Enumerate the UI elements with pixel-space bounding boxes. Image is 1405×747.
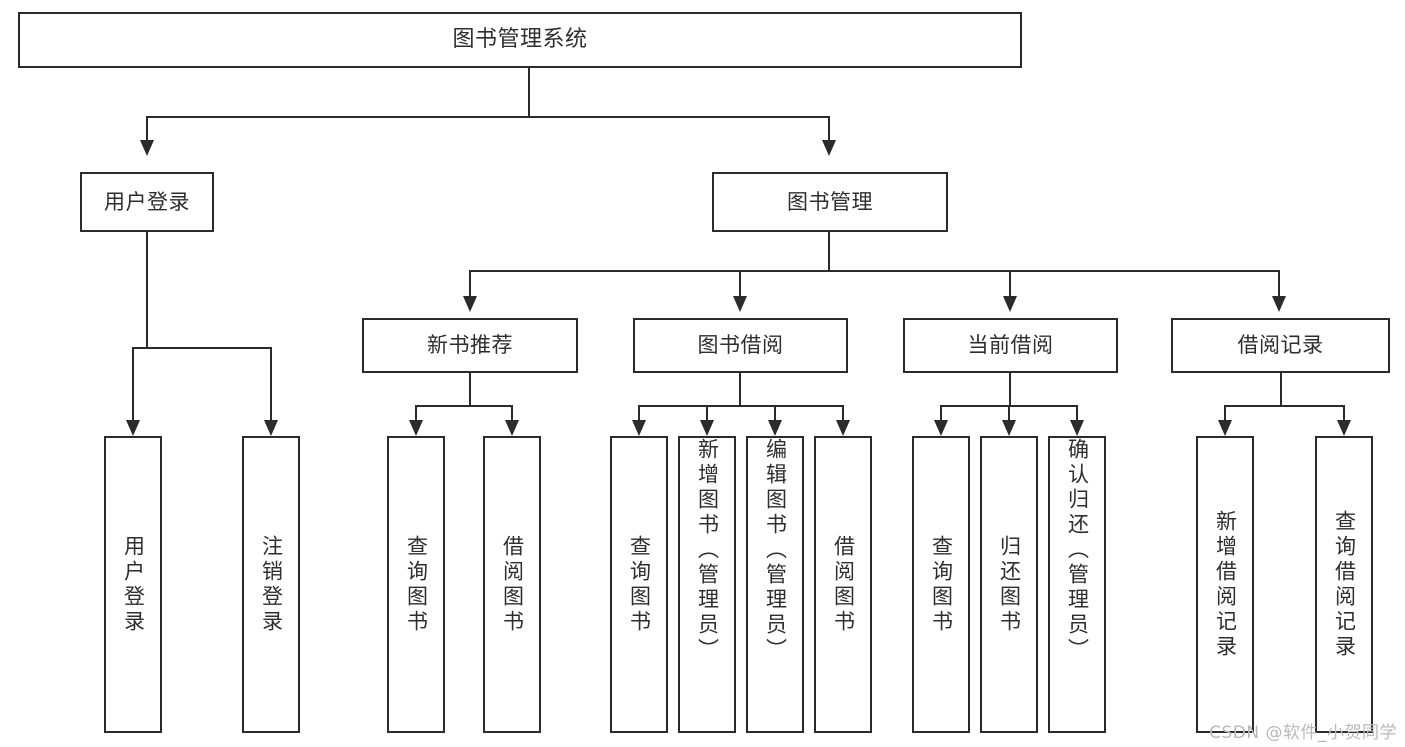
connector-book-borrow-drop-2 bbox=[706, 405, 708, 422]
connector-user-login-stem bbox=[146, 232, 148, 347]
connector-book-borrow-drop-3 bbox=[774, 405, 776, 422]
node-borrow-record[interactable]: 借阅记录 bbox=[1171, 318, 1390, 373]
connector-book-manage-stem bbox=[828, 232, 830, 270]
connector-borrow-record-drop-1 bbox=[1224, 405, 1226, 422]
leaf-query-borrow-record[interactable]: 查询借阅记录 bbox=[1315, 436, 1373, 733]
connector-current-borrow-drop-1 bbox=[940, 405, 942, 422]
connector-book-manage-bus bbox=[469, 270, 1278, 272]
arrowhead-leaf-query-record bbox=[1337, 420, 1351, 436]
connector-to-borrow-record bbox=[1278, 270, 1280, 298]
connector-new-book-rec-stem bbox=[469, 373, 471, 405]
leaf-borrow-book-1[interactable]: 借阅图书 bbox=[483, 436, 541, 733]
node-label: 编辑图书（管理员） bbox=[763, 438, 788, 663]
connector-new-book-rec-drop-1 bbox=[415, 405, 417, 422]
node-label: 查询图书 bbox=[929, 534, 954, 635]
arrowhead-leaf-add-record bbox=[1218, 420, 1232, 436]
connector-book-borrow-drop-4 bbox=[842, 405, 844, 422]
connector-borrow-record-drop-2 bbox=[1343, 405, 1345, 422]
arrowhead-leaf-query-book-1 bbox=[409, 420, 423, 436]
arrowhead-current-borrow bbox=[1003, 296, 1017, 312]
connector-to-new-book-rec bbox=[469, 270, 471, 298]
node-label: 借阅图书 bbox=[831, 534, 856, 635]
arrowhead-leaf-borrow-book-2 bbox=[836, 420, 850, 436]
node-label: 归还图书 bbox=[997, 534, 1022, 635]
node-label: 查询图书 bbox=[627, 534, 652, 635]
arrowhead-leaf-user-login bbox=[126, 420, 140, 436]
connector-to-book-manage bbox=[828, 116, 830, 142]
node-label: 新增图书（管理员） bbox=[695, 438, 720, 663]
connector-to-user-login bbox=[146, 116, 148, 142]
watermark-text: CSDN @软件_小贺同学 bbox=[1209, 723, 1397, 743]
node-label: 当前借阅 bbox=[967, 333, 1054, 358]
node-new-book-recommendation[interactable]: 新书推荐 bbox=[362, 318, 578, 373]
connector-new-book-rec-bus bbox=[415, 405, 513, 407]
arrowhead-leaf-logout bbox=[264, 420, 278, 436]
node-book-borrow[interactable]: 图书借阅 bbox=[633, 318, 848, 373]
arrowhead-new-book-rec bbox=[463, 296, 477, 312]
leaf-query-book-2[interactable]: 查询图书 bbox=[610, 436, 668, 733]
node-label: 借阅记录 bbox=[1237, 333, 1324, 358]
connector-borrow-record-stem bbox=[1280, 373, 1282, 405]
node-label: 注销登录 bbox=[259, 534, 284, 635]
connector-root-stem bbox=[528, 68, 530, 116]
node-label: 查询借阅记录 bbox=[1332, 509, 1357, 660]
connector-user-login-drop-1 bbox=[132, 347, 134, 422]
connector-current-borrow-stem bbox=[1009, 373, 1011, 405]
connector-to-book-borrow bbox=[739, 270, 741, 298]
node-label: 新增借阅记录 bbox=[1213, 509, 1238, 660]
node-label: 借阅图书 bbox=[500, 534, 525, 635]
connector-root-bus bbox=[146, 116, 830, 118]
connector-new-book-rec-drop-2 bbox=[511, 405, 513, 422]
node-label: 图书管理系统 bbox=[452, 27, 588, 53]
arrowhead-leaf-query-book-3 bbox=[934, 420, 948, 436]
connector-user-login-bus bbox=[132, 347, 272, 349]
node-label: 用户登录 bbox=[121, 534, 146, 635]
node-current-borrow[interactable]: 当前借阅 bbox=[903, 318, 1118, 373]
leaf-add-borrow-record[interactable]: 新增借阅记录 bbox=[1196, 436, 1254, 733]
connector-book-borrow-stem bbox=[739, 373, 741, 405]
leaf-user-login[interactable]: 用户登录 bbox=[104, 436, 162, 733]
arrowhead-book-borrow bbox=[733, 296, 747, 312]
node-label: 确认归还（管理员） bbox=[1065, 438, 1090, 663]
node-label: 查询图书 bbox=[404, 534, 429, 635]
arrowhead-leaf-borrow-book-1 bbox=[505, 420, 519, 436]
arrowhead-borrow-record bbox=[1272, 296, 1286, 312]
node-label: 新书推荐 bbox=[427, 333, 513, 358]
node-book-management-system[interactable]: 图书管理系统 bbox=[18, 12, 1022, 68]
connector-borrow-record-bus bbox=[1224, 405, 1344, 407]
arrowhead-leaf-return-book bbox=[1002, 420, 1016, 436]
node-label: 图书管理 bbox=[787, 189, 873, 214]
connector-to-current-borrow bbox=[1009, 270, 1011, 298]
leaf-borrow-book-2[interactable]: 借阅图书 bbox=[814, 436, 872, 733]
leaf-confirm-return-admin[interactable]: 确认归还（管理员） bbox=[1048, 436, 1106, 733]
arrowhead-leaf-query-book-2 bbox=[632, 420, 646, 436]
arrowhead-leaf-confirm-return bbox=[1070, 420, 1084, 436]
leaf-query-book-3[interactable]: 查询图书 bbox=[912, 436, 970, 733]
node-book-management[interactable]: 图书管理 bbox=[712, 172, 948, 232]
leaf-query-book-1[interactable]: 查询图书 bbox=[387, 436, 445, 733]
arrowhead-leaf-add-book bbox=[700, 420, 714, 436]
connector-current-borrow-drop-3 bbox=[1076, 405, 1078, 422]
arrowhead-leaf-edit-book bbox=[768, 420, 782, 436]
connector-user-login-drop-2 bbox=[270, 347, 272, 422]
node-label: 用户登录 bbox=[104, 189, 190, 214]
arrowhead-book-manage bbox=[822, 140, 836, 156]
leaf-edit-book-admin[interactable]: 编辑图书（管理员） bbox=[746, 436, 804, 733]
connector-current-borrow-drop-2 bbox=[1008, 405, 1010, 422]
connector-book-borrow-bus bbox=[638, 405, 843, 407]
leaf-logout[interactable]: 注销登录 bbox=[242, 436, 300, 733]
node-user-login[interactable]: 用户登录 bbox=[80, 172, 214, 232]
node-label: 图书借阅 bbox=[697, 333, 784, 358]
connector-book-borrow-drop-1 bbox=[638, 405, 640, 422]
arrowhead-user-login bbox=[140, 140, 154, 156]
leaf-add-book-admin[interactable]: 新增图书（管理员） bbox=[678, 436, 736, 733]
leaf-return-book[interactable]: 归还图书 bbox=[980, 436, 1038, 733]
